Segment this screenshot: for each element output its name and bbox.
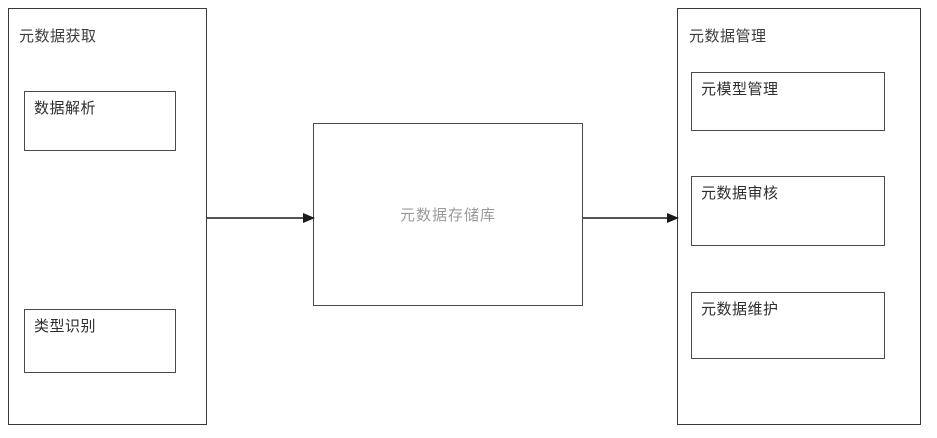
node-label-metadata-review: 元数据审核 [701, 185, 779, 202]
group-title-metadata-acquisition: 元数据获取 [19, 28, 97, 45]
arrow-acquisition-to-store [207, 212, 315, 224]
group-metadata-management[interactable]: 元数据管理 元模型管理 元数据审核 元数据维护 [677, 8, 921, 425]
node-metadata-repository[interactable]: 元数据存储库 [313, 123, 583, 306]
node-metadata-review[interactable]: 元数据审核 [691, 176, 885, 246]
arrow-store-to-management [583, 212, 679, 224]
node-label-metadata-repository: 元数据存储库 [399, 207, 496, 224]
group-metadata-acquisition[interactable]: 元数据获取 数据解析 类型识别 [8, 8, 207, 425]
node-type-recognition[interactable]: 类型识别 [24, 309, 176, 373]
node-metadata-maintenance[interactable]: 元数据维护 [691, 292, 885, 359]
node-metamodel-management[interactable]: 元模型管理 [691, 72, 885, 131]
node-label-data-parsing: 数据解析 [34, 100, 97, 117]
group-title-metadata-management: 元数据管理 [689, 28, 767, 45]
node-data-parsing[interactable]: 数据解析 [24, 91, 176, 151]
node-label-metamodel-management: 元模型管理 [701, 81, 779, 98]
node-label-metadata-maintenance: 元数据维护 [701, 301, 779, 318]
node-label-type-recognition: 类型识别 [34, 318, 97, 335]
